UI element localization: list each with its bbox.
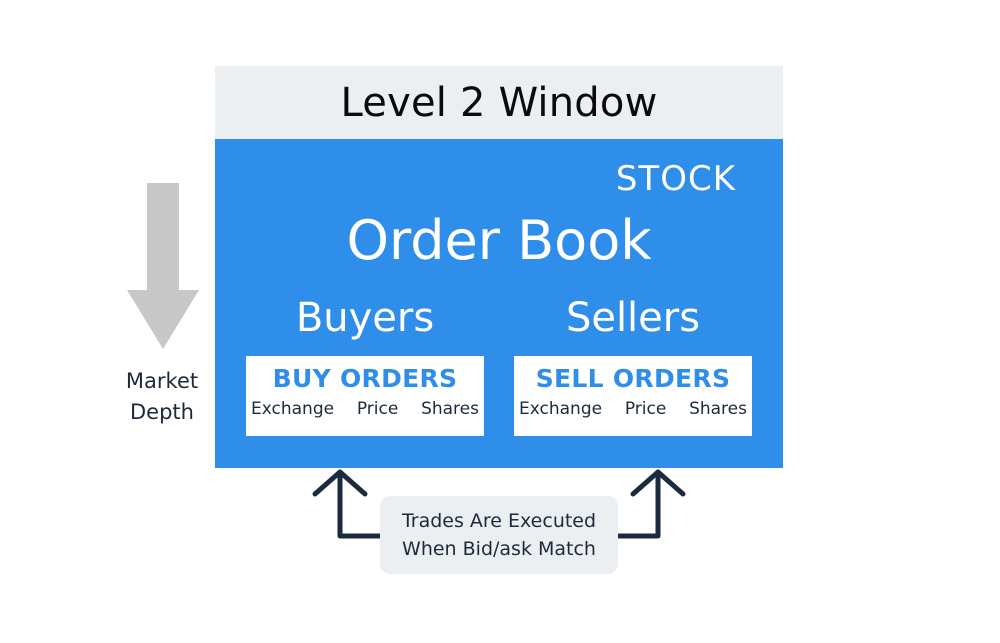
market-depth-line1: Market	[125, 369, 199, 393]
column-shares: Shares	[689, 399, 747, 419]
down-arrow-icon	[127, 183, 199, 349]
trade-connector-arrows	[312, 469, 686, 539]
execution-line1: Trades Are Executed	[401, 510, 597, 532]
order-book-title: Order Book	[346, 209, 652, 272]
right-up-arrow-icon	[630, 469, 686, 497]
buy-orders-box: BUY ORDERS Exchange Price Shares	[246, 356, 484, 436]
stock-label: STOCK	[615, 159, 736, 199]
sell-orders-title: SELL ORDERS	[535, 364, 731, 393]
buy-orders-title: BUY ORDERS	[272, 364, 458, 393]
buy-orders-columns: Exchange Price Shares	[246, 399, 484, 419]
order-book-panel: STOCK Order Book Buyers Sellers BUY ORDE…	[215, 139, 783, 468]
column-exchange: Exchange	[251, 399, 335, 419]
market-depth-line2: Depth	[130, 400, 194, 424]
window-title: Level 2 Window	[340, 79, 658, 126]
column-exchange: Exchange	[519, 399, 603, 419]
trade-execution-note: Trades Are Executed When Bid/ask Match	[380, 496, 618, 574]
buyers-heading: Buyers	[295, 295, 435, 341]
market-depth-label: Market Depth	[112, 366, 212, 428]
sell-orders-box: SELL ORDERS Exchange Price Shares	[514, 356, 752, 436]
window-header: Level 2 Window	[215, 66, 783, 139]
left-connector-line	[337, 471, 383, 539]
sell-orders-columns: Exchange Price Shares	[514, 399, 752, 419]
right-connector-line	[615, 471, 661, 539]
column-price: Price	[624, 399, 667, 419]
sellers-heading: Sellers	[565, 295, 701, 341]
execution-line2: When Bid/ask Match	[402, 538, 596, 560]
left-up-arrow-icon	[312, 469, 368, 497]
column-price: Price	[356, 399, 399, 419]
column-shares: Shares	[421, 399, 479, 419]
